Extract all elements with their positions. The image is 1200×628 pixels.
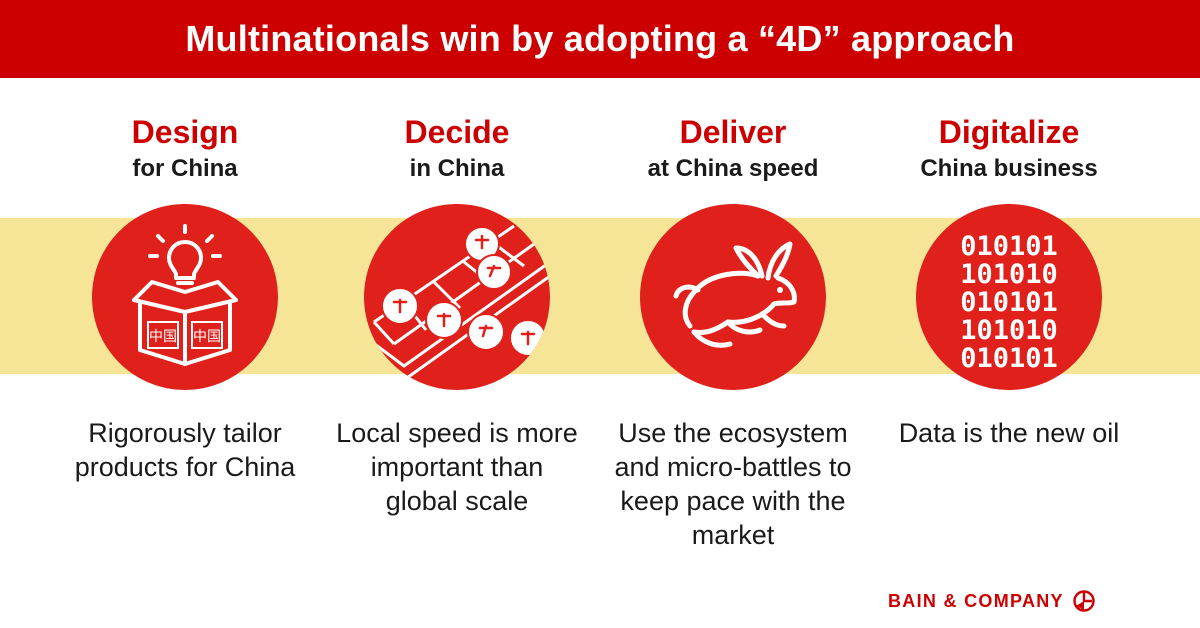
binary-row: 101010 [960, 259, 1058, 290]
box-label-right: 中国 [193, 329, 221, 345]
column-description: Use the ecosystem and micro-battles to k… [614, 418, 852, 550]
box-lightbulb-icon: 中国 中国 [132, 224, 238, 366]
column-title: Design [131, 114, 239, 150]
column-description: Data is the new oil [898, 418, 1120, 448]
binary-data-icon: 010101 101010 010101 101010 010101 [960, 231, 1058, 374]
binary-row: 010101 [960, 343, 1058, 374]
column-title: Deliver [679, 114, 787, 150]
design-circle: 中国 中国 [92, 204, 278, 390]
brand-name: BAIN & COMPANY [888, 590, 1064, 611]
column-deliver: Deliver at China speed Use the ecosystem… [608, 112, 858, 552]
title-banner: Multinationals win by adopting a “4D” ap… [0, 0, 1200, 78]
column-design: Design for China [60, 112, 310, 484]
column-subtitle: at China speed [647, 155, 819, 182]
page-title: Multinationals win by adopting a “4D” ap… [185, 18, 1015, 59]
binary-row: 010101 [960, 287, 1058, 318]
decide-circle [364, 204, 550, 390]
running-rabbit-icon [673, 241, 797, 348]
box-label-left: 中国 [149, 329, 177, 345]
column-decide: Decide in China [332, 112, 582, 518]
brand-logo: BAIN & COMPANY [888, 588, 1096, 614]
chinese-chess-icon [364, 224, 550, 382]
column-subtitle: China business [920, 155, 1098, 182]
column-digitalize: Digitalize China business 010101 101010 … [884, 112, 1134, 450]
digitalize-circle: 010101 101010 010101 101010 010101 [916, 204, 1102, 390]
column-title: Digitalize [938, 114, 1080, 150]
column-subtitle: for China [132, 155, 238, 182]
binary-row: 101010 [960, 315, 1058, 346]
deliver-circle [640, 204, 826, 390]
binary-row: 010101 [960, 231, 1058, 262]
column-description: Local speed is more important than globa… [336, 418, 578, 516]
bain-logo-icon [1073, 590, 1095, 612]
column-description: Rigorously tailor products for China [74, 418, 296, 482]
column-title: Decide [404, 114, 510, 150]
column-subtitle: in China [409, 155, 505, 182]
